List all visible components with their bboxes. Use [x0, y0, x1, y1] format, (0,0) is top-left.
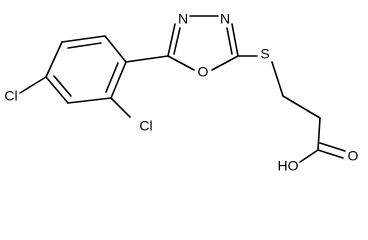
atom-cl-left: Cl	[4, 88, 17, 104]
benzene-bond	[67, 97, 112, 104]
benzene-bond	[61, 35, 106, 43]
c-o-double-bond-a	[317, 149, 344, 159]
molecule-structure: N N O S Cl Cl HO O	[4, 11, 358, 174]
oxadiazole-bond-n4-c5-inner	[226, 27, 233, 55]
benzene-bond-inner	[67, 42, 102, 49]
atom-n2: N	[220, 11, 230, 27]
oxadiazole-bond-c2-n3-inner	[173, 27, 181, 55]
atom-labels: N N O S Cl Cl HO O	[4, 11, 358, 174]
benzene-bond	[110, 61, 127, 99]
oxadiazole-bond-c5-o1	[211, 55, 239, 71]
benzene-bond	[45, 41, 63, 78]
benzene-bond	[45, 76, 69, 104]
c-cl-bond-left	[19, 76, 47, 94]
benzene-bond-inner	[53, 75, 72, 97]
s-ch2-bond	[271, 61, 284, 97]
bonds	[19, 15, 346, 163]
oxadiazole-bond-n4-c5	[231, 23, 239, 57]
benzene-bond	[104, 35, 127, 63]
c-cl-bond-ortho	[110, 97, 131, 118]
atom-o-ring: O	[198, 64, 209, 80]
oxadiazole-bond-o1-c2	[167, 55, 195, 71]
c-oh-bond	[299, 149, 319, 163]
oxadiazole-bond-c2-n3	[167, 23, 176, 57]
benzene-bond-inner	[105, 62, 119, 93]
ch2-ch2-bond	[282, 95, 321, 119]
atom-n1: N	[178, 11, 188, 27]
atom-cl-ortho: Cl	[139, 118, 152, 134]
c-o-double-bond-b	[319, 142, 346, 152]
atom-s: S	[260, 46, 269, 62]
atom-o-carbonyl: O	[348, 148, 359, 164]
aryl-oxadiazole-bond	[125, 55, 169, 63]
ch2-cooh-bond	[317, 117, 321, 151]
atom-ho: HO	[278, 158, 299, 174]
